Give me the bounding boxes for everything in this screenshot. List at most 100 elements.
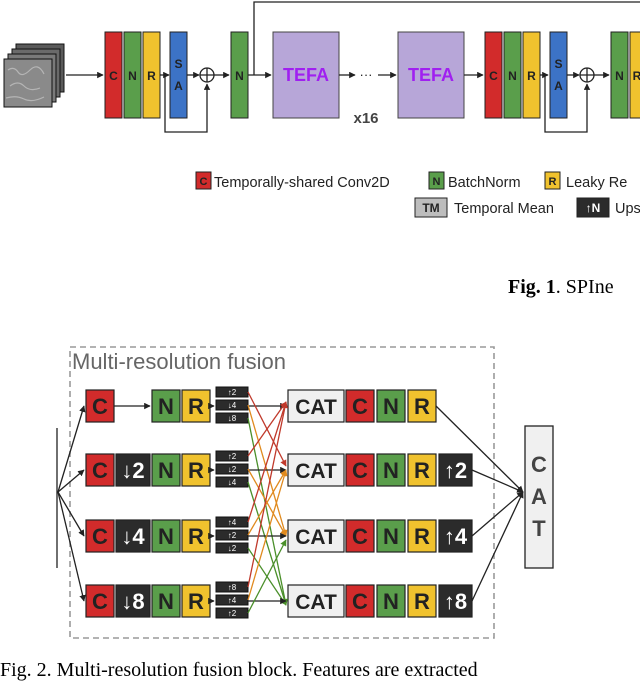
fusion-norm2-2-label: N: [383, 524, 399, 549]
fusion-down-1-label: ↓2: [121, 458, 144, 483]
fusion-arrow: [57, 491, 85, 537]
norm-block-4: [610, 31, 629, 119]
fusion-arrow: [247, 539, 287, 614]
slot-label-1-2: ↓4: [228, 478, 237, 487]
fusion-down-2-label: ↓4: [121, 524, 145, 549]
conv-block-2: [484, 31, 503, 119]
fusion-norm2-2: [376, 519, 406, 553]
fusion-norm-0: [151, 389, 181, 423]
fig1-caption: Fig. 1. SPIne: [508, 276, 614, 299]
fusion-relu2-1: [407, 453, 437, 487]
fusion-frame: [69, 346, 495, 639]
fusion-arrow: [57, 469, 85, 493]
top-diagram: C N R S A N TEFA ··· TEFA x16 C: [3, 1, 640, 133]
fusion-conv2-0: [345, 389, 375, 423]
fusion-conv-0: [85, 389, 115, 423]
fusion-cat-3-label: CAT: [295, 591, 337, 614]
relu-label: R: [527, 69, 536, 83]
fusion-conv2-3-label: C: [352, 589, 368, 614]
fusion-conv2-2-label: C: [352, 524, 368, 549]
fusion-conv2-1-label: C: [352, 458, 368, 483]
legend-mean-swatch: TM: [422, 201, 439, 215]
legend-conv-text: Temporally-shared Conv2D: [214, 175, 390, 191]
fusion-norm-0-label: N: [158, 394, 174, 419]
norm-label: N: [615, 69, 624, 83]
fusion-norm2-0: [376, 389, 406, 423]
fusion-up-3: [438, 584, 473, 618]
fusion-arrow: [247, 469, 287, 536]
conv-block-1: [104, 31, 123, 119]
fusion-conv2-1: [345, 453, 375, 487]
slot-label-2-2: ↓2: [228, 544, 237, 553]
fusion-conv-3-label: C: [92, 589, 108, 614]
sa-label-a: A: [174, 79, 183, 93]
fusion-norm2-3-label: N: [383, 589, 399, 614]
fusion-norm-1: [151, 453, 181, 487]
fusion-arrow: [57, 405, 86, 493]
relu-block-3: [629, 31, 640, 119]
slot-label-1-1: ↓2: [228, 465, 237, 474]
fusion-arrow: [247, 401, 289, 588]
norm-block-3: [503, 31, 522, 119]
slot-label-0-2: ↓8: [228, 414, 237, 423]
fusion-arrow: [247, 401, 287, 457]
legend-relu-swatch: R: [549, 176, 557, 188]
ellipsis: ···: [360, 67, 373, 82]
fusion-arrow: [435, 405, 524, 493]
fusion-relu2-2-label: R: [414, 524, 430, 549]
fusion-conv-0-label: C: [92, 394, 108, 419]
fusion-conv-1: [85, 453, 115, 487]
slot-label-3-2: ↑2: [228, 609, 237, 618]
fusion-norm2-0-label: N: [383, 394, 399, 419]
fusion-cat-2-label: CAT: [295, 526, 337, 549]
fusion-relu2-2: [407, 519, 437, 553]
fusion-cat-0: [287, 389, 345, 423]
fusion-relu2-3: [407, 584, 437, 618]
slot-label-0-1: ↓4: [228, 401, 237, 410]
legend-norm-text: BatchNorm: [448, 175, 521, 191]
fusion-down-1: [115, 453, 151, 487]
fusion-relu-1-label: R: [188, 458, 204, 483]
slot-label-0-0: ↑2: [228, 388, 237, 397]
relu-label: R: [147, 69, 156, 83]
repeat-count: x16: [353, 110, 378, 127]
final-cat-block: [524, 425, 554, 569]
legend-conv-swatch: C: [200, 176, 208, 188]
fusion-up-2-label: ↑4: [444, 524, 468, 549]
fig1-caption-label: Fig. 1: [508, 276, 556, 298]
sa-block-1: [169, 31, 188, 119]
fusion-cat-1-label: CAT: [295, 460, 337, 483]
norm-label: N: [508, 69, 517, 83]
tefa-label: TEFA: [408, 65, 454, 85]
fusion-norm2-3: [376, 584, 406, 618]
fig1-caption-text: . SPIne: [555, 276, 614, 298]
legend-norm-swatch: N: [433, 176, 441, 188]
fusion-norm2-1: [376, 453, 406, 487]
tefa-label: TEFA: [283, 65, 329, 85]
fusion-norm-2-label: N: [158, 524, 174, 549]
fusion-conv-2-label: C: [92, 524, 108, 549]
fusion-conv2-2: [345, 519, 375, 553]
slot-label-3-0: ↑8: [228, 583, 237, 592]
fusion-conv-2: [85, 519, 115, 553]
final-cat-a: A: [531, 484, 547, 509]
fusion-down-3-label: ↓8: [121, 589, 144, 614]
norm-label: N: [235, 69, 244, 83]
fusion-down-2: [115, 519, 151, 553]
fusion-cat-1: [287, 453, 345, 487]
fusion-arrow: [471, 491, 524, 537]
fusion-conv2-0-label: C: [352, 394, 368, 419]
norm-label: N: [128, 69, 137, 83]
conv-label: C: [489, 69, 498, 83]
fig2-caption: Fig. 2. Multi-resolution fusion block. F…: [0, 659, 478, 681]
fusion-relu-0-label: R: [188, 394, 204, 419]
fusion-norm2-1-label: N: [383, 458, 399, 483]
sa-block-2: [549, 31, 568, 119]
fusion-arrow: [471, 469, 524, 493]
fusion-cat-0-label: CAT: [295, 396, 337, 419]
fusion-conv2-3: [345, 584, 375, 618]
conv-label: C: [109, 69, 118, 83]
slot-label-2-0: ↑4: [228, 518, 237, 527]
